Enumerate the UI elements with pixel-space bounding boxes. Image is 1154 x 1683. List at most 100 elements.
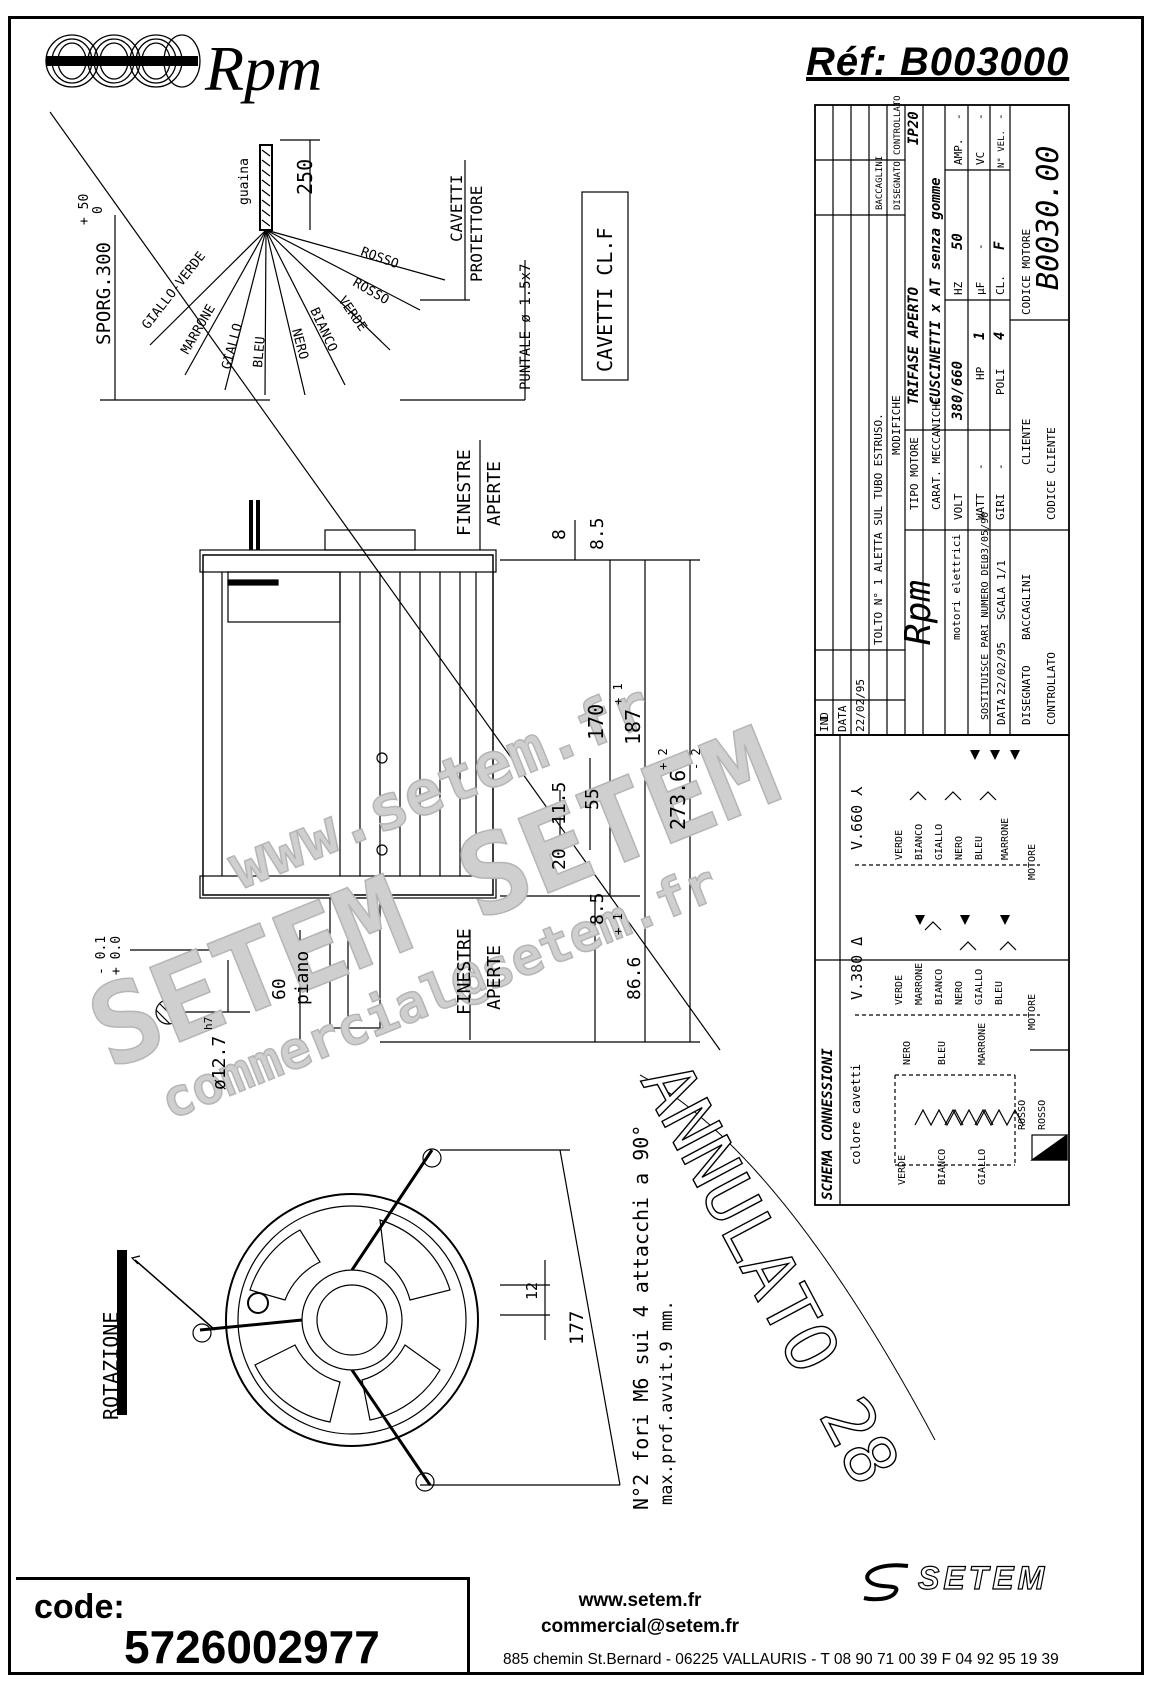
motor-type-label: TIPO MOTORE — [908, 437, 921, 510]
v380-terminal: BIANCO — [934, 969, 945, 1005]
wire-label: BLEU — [251, 336, 269, 369]
v660-terminal: VERDE — [894, 830, 905, 860]
v660-terminal: NERO — [954, 836, 965, 860]
client-label: CLIENTE — [1020, 419, 1033, 465]
dim-8: 8 — [549, 529, 570, 540]
dim-60: 60 — [269, 978, 290, 1000]
v660-terminal: GIALLO — [934, 824, 945, 860]
connections-title: SCHEMA CONNESSIONI — [820, 1048, 836, 1200]
rev-header: DISEGNATO — [893, 161, 903, 210]
drawing-frame — [8, 16, 1144, 1675]
rotation-label: ROTAZIONE — [99, 1312, 123, 1420]
dim-86: 86.6 — [624, 957, 645, 1000]
date-value: 22/02/95 — [995, 642, 1008, 695]
hp-value: 1 — [972, 332, 988, 340]
flat-label: piano — [292, 951, 313, 1005]
winding-bottom-label: BIANCO — [937, 1149, 948, 1185]
motor-type-value: TRIFASE APERTO — [906, 287, 922, 405]
maker-logo: Rpm — [898, 580, 939, 645]
vc-value: - — [974, 113, 987, 120]
windows-bottom-label: FINESTRE — [454, 928, 475, 1015]
shaft-fit: h7 — [202, 1017, 215, 1030]
dim-187: 187 — [621, 709, 645, 745]
drawn-label: DISEGNATO — [1020, 665, 1033, 725]
client-code-label: CODICE CLIENTE — [1045, 427, 1058, 520]
poli-value: 4 — [992, 332, 1008, 340]
scale-label: SCALA — [995, 587, 1008, 620]
shaft-tol: + 0.0 — [109, 936, 124, 975]
replaces-label: SOSTITUISCE PARI NUMERO DEL — [980, 557, 991, 720]
wire-colors-label: colore cavetti — [849, 1064, 863, 1165]
cable-class-label: CAVETTI CL.F — [593, 228, 617, 373]
dim-8-5-top: 8.5 — [587, 517, 608, 550]
wire-label: ROSSO — [359, 245, 401, 273]
code-box: code: 5726002977 — [16, 1577, 470, 1675]
motor-label: MOTORE — [1027, 844, 1038, 880]
winding-bottom-label: VERDE — [897, 1155, 908, 1185]
scale-value: 1/1 — [995, 560, 1008, 580]
windows-top-label: APERTE — [484, 461, 505, 526]
winding-bottom-label: GIALLO — [977, 1149, 988, 1185]
uf-value: - — [974, 243, 987, 250]
mechanical-label: CARAT. MECCANICHE — [930, 397, 943, 510]
v380-terminal: MARRONE — [914, 963, 925, 1005]
dim-86-tol: + 1 — [611, 913, 625, 935]
vel-value: - — [994, 113, 1007, 120]
rev-date: 22/02/95 — [854, 679, 867, 732]
date-label: DATA — [995, 698, 1008, 725]
hp-label: HP — [974, 366, 987, 380]
windows-bottom-label: APERTE — [484, 945, 505, 1010]
wire-label: NERO — [288, 327, 311, 361]
watt-label: WATT — [974, 493, 987, 520]
v380-label: V.380 Δ — [848, 937, 866, 1000]
maker-sub: motori elettrici — [950, 534, 963, 640]
brand-name: Rpm — [205, 33, 323, 104]
dim-177: 177 — [566, 1311, 588, 1345]
wire-label: ROSSO — [350, 275, 392, 308]
rev-header: MODIFICHE — [890, 395, 903, 455]
overhang-tol-upper: + 50 — [77, 194, 92, 225]
rev-index: 1 — [818, 715, 831, 722]
vel-label: N° VEL. — [997, 130, 1007, 168]
product-code: 5726002977 — [124, 1621, 380, 1673]
code-label: code: — [34, 1588, 125, 1626]
holes-note: N°2 fori M6 sui 4 attacchi a 90° — [629, 1125, 653, 1510]
watt-value: - — [974, 463, 987, 470]
v660-label: V.660 ⅄ — [848, 786, 866, 850]
wire-label: VERDE — [335, 294, 370, 335]
dim-170: 170 — [584, 704, 608, 740]
checked-label: CONTROLLATO — [1045, 652, 1058, 725]
protector-label: CAVETTI — [447, 175, 466, 242]
rev-change: TOLTO N° 1 ALETTA SUL TUBO ESTRUSO. — [872, 413, 885, 645]
protector-wire: ROSSO — [1017, 1100, 1028, 1130]
footer-contact: www.setem.fr commercial@setem.fr — [380, 1588, 900, 1640]
dim-187-tol: + 1 — [611, 683, 625, 705]
rev-header: IND — [818, 712, 831, 732]
mechanical-value: CUSCINETTI x AT senza gomme — [928, 177, 944, 405]
shaft-diameter: ø12.7 — [209, 1036, 230, 1090]
email-link[interactable]: commercial@setem.fr — [540, 1616, 740, 1637]
rev-drawn: BACCAGLINI — [875, 156, 885, 210]
depth-note: max.prof.avvit.9 mm. — [657, 1300, 677, 1505]
dim-20: 20 — [549, 848, 570, 870]
motor-code-value: B0030.00 — [1031, 146, 1066, 291]
motor-code-label: CODICE MOTORE — [1020, 229, 1033, 315]
hz-label: HZ — [952, 281, 965, 295]
terminal-label: PUNTALE ø 1.5x7 — [518, 264, 534, 390]
wire-label: BIANCO — [306, 305, 340, 354]
setem-swoosh-icon — [863, 1563, 909, 1602]
reference-code: Réf: B003000 — [806, 40, 1070, 84]
website-link[interactable]: www.setem.fr — [578, 1590, 702, 1611]
windows-top-label: FINESTRE — [454, 449, 475, 536]
protector-wire: ROSSO — [1037, 1100, 1048, 1130]
volt-value: 380/660 — [950, 361, 966, 421]
protector-label: PROTETTORE — [467, 186, 486, 282]
vc-label: VC — [974, 152, 987, 165]
v660-terminal: BLEU — [974, 836, 985, 860]
winding-top-label: MARRONE — [977, 1023, 988, 1065]
v380-terminal: NERO — [954, 981, 965, 1005]
rev-header: CONTROLLATO — [893, 95, 903, 155]
uf-label: µF — [974, 282, 987, 295]
amp-value: - — [952, 113, 965, 120]
